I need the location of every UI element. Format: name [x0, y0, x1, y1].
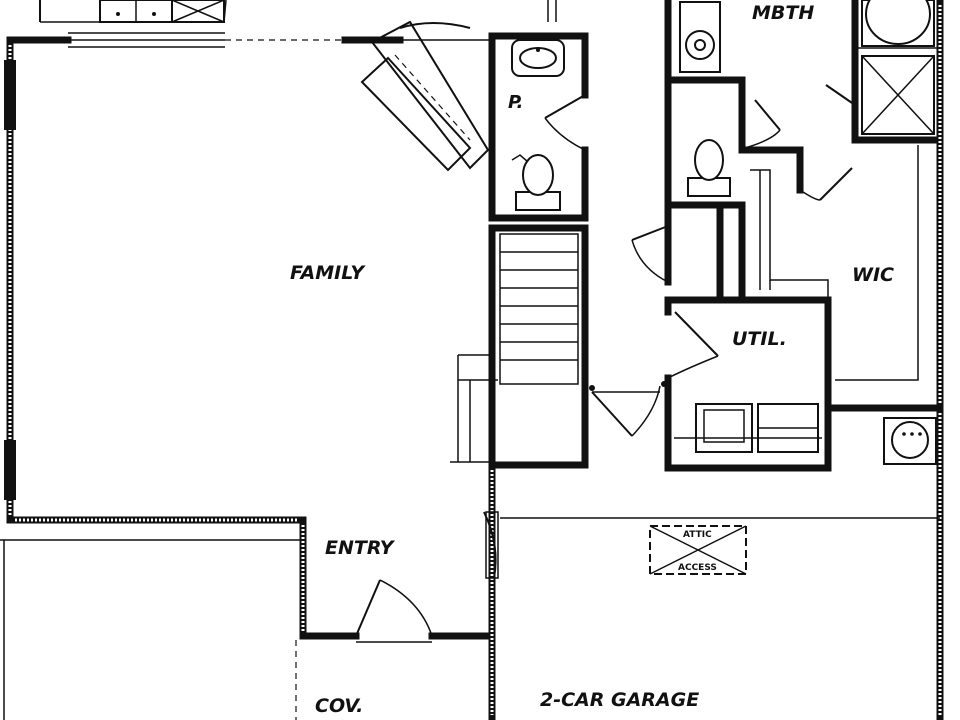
room-label-mbth: MBTH — [752, 2, 814, 24]
water-heater — [883, 417, 937, 465]
utility-room — [631, 208, 832, 472]
entry-door — [355, 579, 433, 643]
room-label-wic: WIC — [852, 264, 894, 286]
room-label-covered: COV. — [315, 695, 363, 717]
room-label-family: FAMILY — [290, 262, 366, 284]
hall-door — [589, 381, 667, 437]
room-label-util: UTIL. — [732, 328, 787, 350]
attic-label-top: ATTIC — [683, 530, 712, 540]
room-label-garage: 2-CAR GARAGE — [540, 689, 699, 711]
attic-label-bottom: ACCESS — [678, 563, 717, 573]
powder-room — [488, 0, 589, 222]
garage — [483, 461, 940, 720]
exterior-walls — [0, 32, 494, 720]
stairs — [450, 224, 589, 469]
master-bath — [664, 0, 944, 299]
room-label-entry: ENTRY — [325, 537, 396, 559]
fireplace — [360, 20, 492, 172]
room-label-powder: P. — [508, 92, 523, 113]
kitchen-sink — [39, 0, 227, 23]
